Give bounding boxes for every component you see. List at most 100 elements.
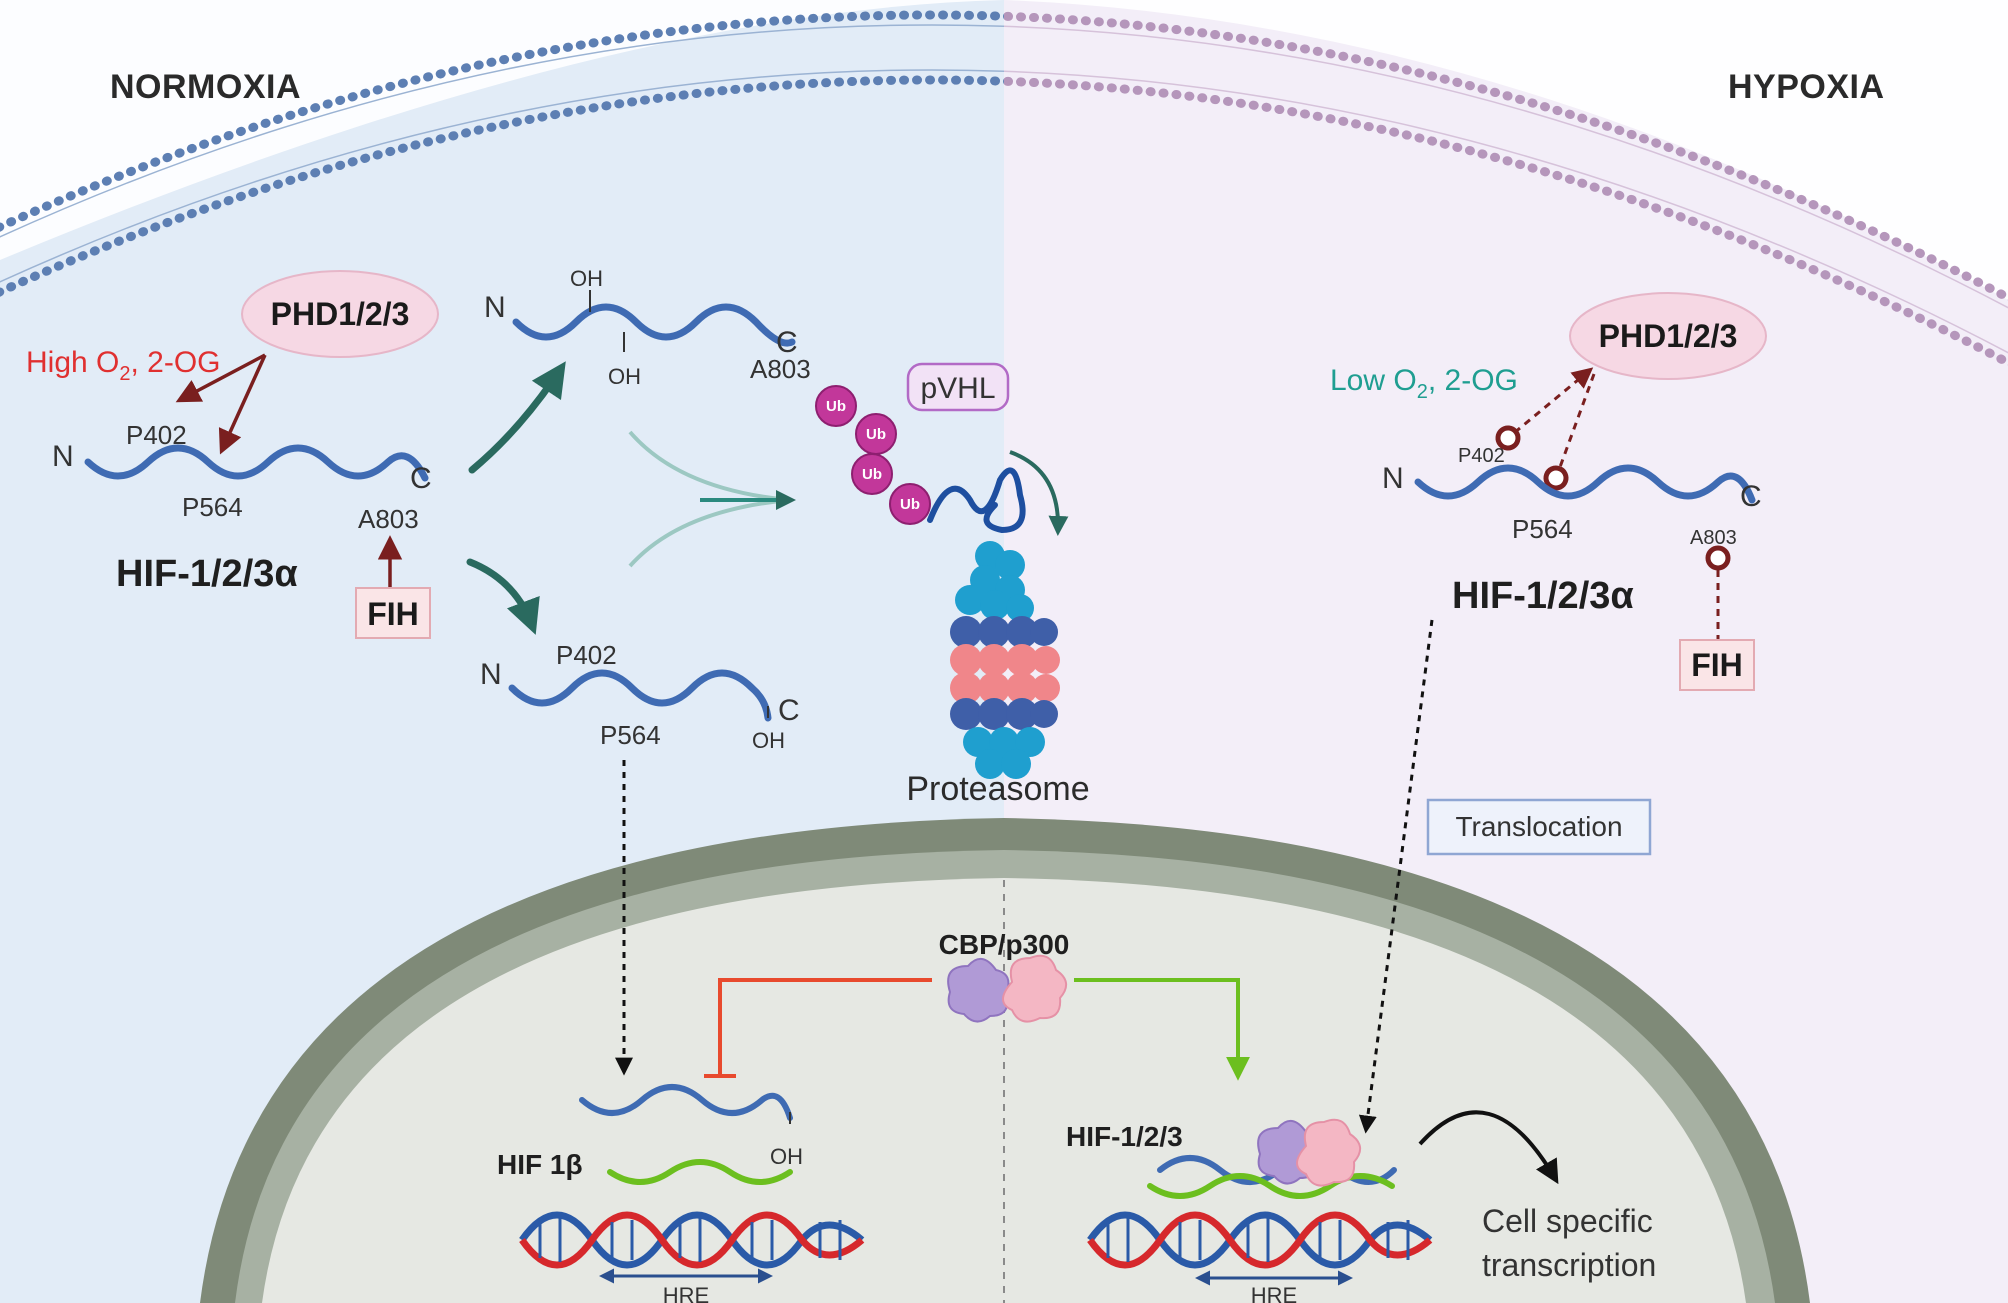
degradation-arrow (1009, 450, 1069, 536)
outside-cell-hypoxia (1004, 0, 2008, 300)
oxygen-condition-normoxia: High O2, 2-OG (26, 346, 221, 385)
arrow-to-hydroxylated-asparagine (466, 558, 540, 635)
p564-left: P564 (182, 492, 243, 522)
hypoxia-heading: HYPOXIA (1728, 68, 1885, 106)
fih-box-normoxia (355, 587, 431, 639)
hif-1b-chain (607, 1159, 793, 1185)
translocation-arrow-hypoxia (1358, 619, 1434, 1134)
proteasome-ring-alpha-2 (950, 698, 1058, 730)
convergence-arrow-upper (628, 430, 791, 502)
dna-base-pairs-left (538, 1218, 842, 1262)
nucleus (200, 818, 1810, 1303)
ub-label-4: Ub (900, 496, 920, 513)
hif-alpha-in-nucleus (579, 1084, 793, 1121)
transcription-line-2: transcription (1482, 1247, 1656, 1283)
cterm-bottom: C (778, 694, 800, 727)
hre-label-normoxia: HRE (663, 1283, 709, 1303)
cbp-p300-label: CBP/p300 (939, 929, 1070, 960)
cbp-p300-complex (947, 954, 1067, 1023)
cterm-top: C (776, 326, 798, 359)
translocation-box (1426, 798, 1652, 856)
proteasome-ring-alpha-1 (950, 616, 1058, 648)
p402-right: P402 (1458, 445, 1505, 467)
dna-double-helix-normoxia (519, 1211, 865, 1269)
dna-base-pairs-right (1106, 1218, 1410, 1262)
plasma-membrane-normoxia (0, 10, 1004, 297)
polyubiquitinated-hif (927, 467, 1026, 534)
transcription-line-1: Cell specific (1482, 1203, 1653, 1239)
transcription-label: Cell specific transcription (1482, 1203, 1662, 1283)
oxygen-high-text: High O (26, 346, 119, 379)
ub-label-1: Ub (826, 398, 846, 415)
plasma-membrane-hypoxia (1004, 11, 2008, 368)
cbp-p300-bound (1257, 1118, 1361, 1187)
hif-hydroxylated-prolines (512, 303, 796, 347)
cterm-right: C (1740, 480, 1762, 513)
hif-hydroxylated-asparagine (508, 669, 772, 722)
oh-top-1: OH (570, 266, 603, 291)
dna-double-helix-hypoxia (1087, 1211, 1433, 1269)
ub-label-3: Ub (862, 466, 882, 483)
proteasome-ring-beta-1 (950, 644, 1060, 676)
phd-label-hypoxia: PHD1/2/3 (1599, 318, 1738, 354)
hif-1b-label: HIF 1β (497, 1149, 583, 1180)
proteasome-cap-bottom (963, 727, 1045, 779)
oxygen-cofactor-hypoxia: , 2-OG (1428, 364, 1518, 397)
phd-enzyme-normoxia (241, 270, 439, 358)
a803-top: A803 (750, 354, 811, 384)
p300-bound-pink (1296, 1118, 1361, 1187)
ubiquitin-4 (889, 483, 931, 525)
ubiquitin-chain: Ub Ub Ub Ub (815, 385, 931, 525)
oxygen-cofactor-text: , 2-OG (131, 346, 221, 379)
phd-enzyme-hypoxia (1569, 292, 1767, 380)
fih-label-hypoxia: FIH (1691, 647, 1743, 683)
nterm-right: N (1382, 462, 1404, 495)
pvhl-box (906, 362, 1010, 412)
dna-strand-red-right (1087, 1211, 1433, 1269)
a803-left: A803 (358, 504, 419, 534)
fih-label-normoxia: FIH (367, 596, 419, 632)
ubiquitin-3 (851, 453, 893, 495)
ubiquitin-1 (815, 385, 857, 427)
hif-alpha-chain-normoxia (84, 444, 429, 482)
p300-subunit-pink (1002, 954, 1067, 1023)
p402-left: P402 (126, 420, 187, 450)
inhibition-line-normoxia (718, 978, 932, 1074)
normoxia-heading: NORMOXIA (110, 68, 301, 106)
oxygen-subscript-hypoxia: 2 (1417, 381, 1428, 403)
hif-label-hypoxia: HIF-1/2/3α (1452, 575, 1634, 617)
proteasome-ring-beta-2 (950, 672, 1060, 704)
nterm-left: N (52, 440, 74, 473)
oxygen-low-text: Low O (1330, 364, 1417, 397)
p564-bottom: P564 (600, 720, 661, 750)
proteasome-cap-top (955, 541, 1034, 622)
pvhl-label: pVHL (920, 372, 995, 405)
oxygen-subscript: 2 (119, 363, 130, 385)
oh-top-2: OH (608, 364, 641, 389)
oxygen-condition-hypoxia: Low O2, 2-OG (1330, 364, 1518, 403)
outside-cell-normoxia (0, 0, 1004, 260)
cterm-left: C (410, 462, 432, 495)
ub-label-2: Ub (866, 426, 886, 443)
proteasome (950, 541, 1060, 779)
phd-inhibited-p402 (1495, 367, 1594, 451)
translocation-label: Translocation (1455, 811, 1622, 842)
hif-label-normoxia: HIF-1/2/3α (116, 553, 298, 595)
nterm-bottom: N (480, 658, 502, 691)
transcription-arrow (1418, 1110, 1559, 1185)
proteasome-label: Proteasome (906, 770, 1089, 808)
arrow-to-hydroxylated-prolines (468, 361, 566, 474)
p402-bottom: P402 (556, 640, 617, 670)
p564-right: P564 (1512, 514, 1573, 544)
convergence-arrow-lower (628, 498, 791, 568)
hif-alpha-chain-hypoxia (1414, 464, 1756, 504)
oh-bottom: OH (752, 728, 785, 753)
hif-nuclear-label: HIF-1/2/3 (1066, 1121, 1183, 1152)
phd-arrow-to-o2 (175, 353, 266, 403)
activation-line-hypoxia (1074, 978, 1250, 1081)
phd-label-normoxia: PHD1/2/3 (271, 296, 410, 332)
dna-strand-red-left (519, 1211, 865, 1269)
a803-right: A803 (1690, 527, 1737, 549)
